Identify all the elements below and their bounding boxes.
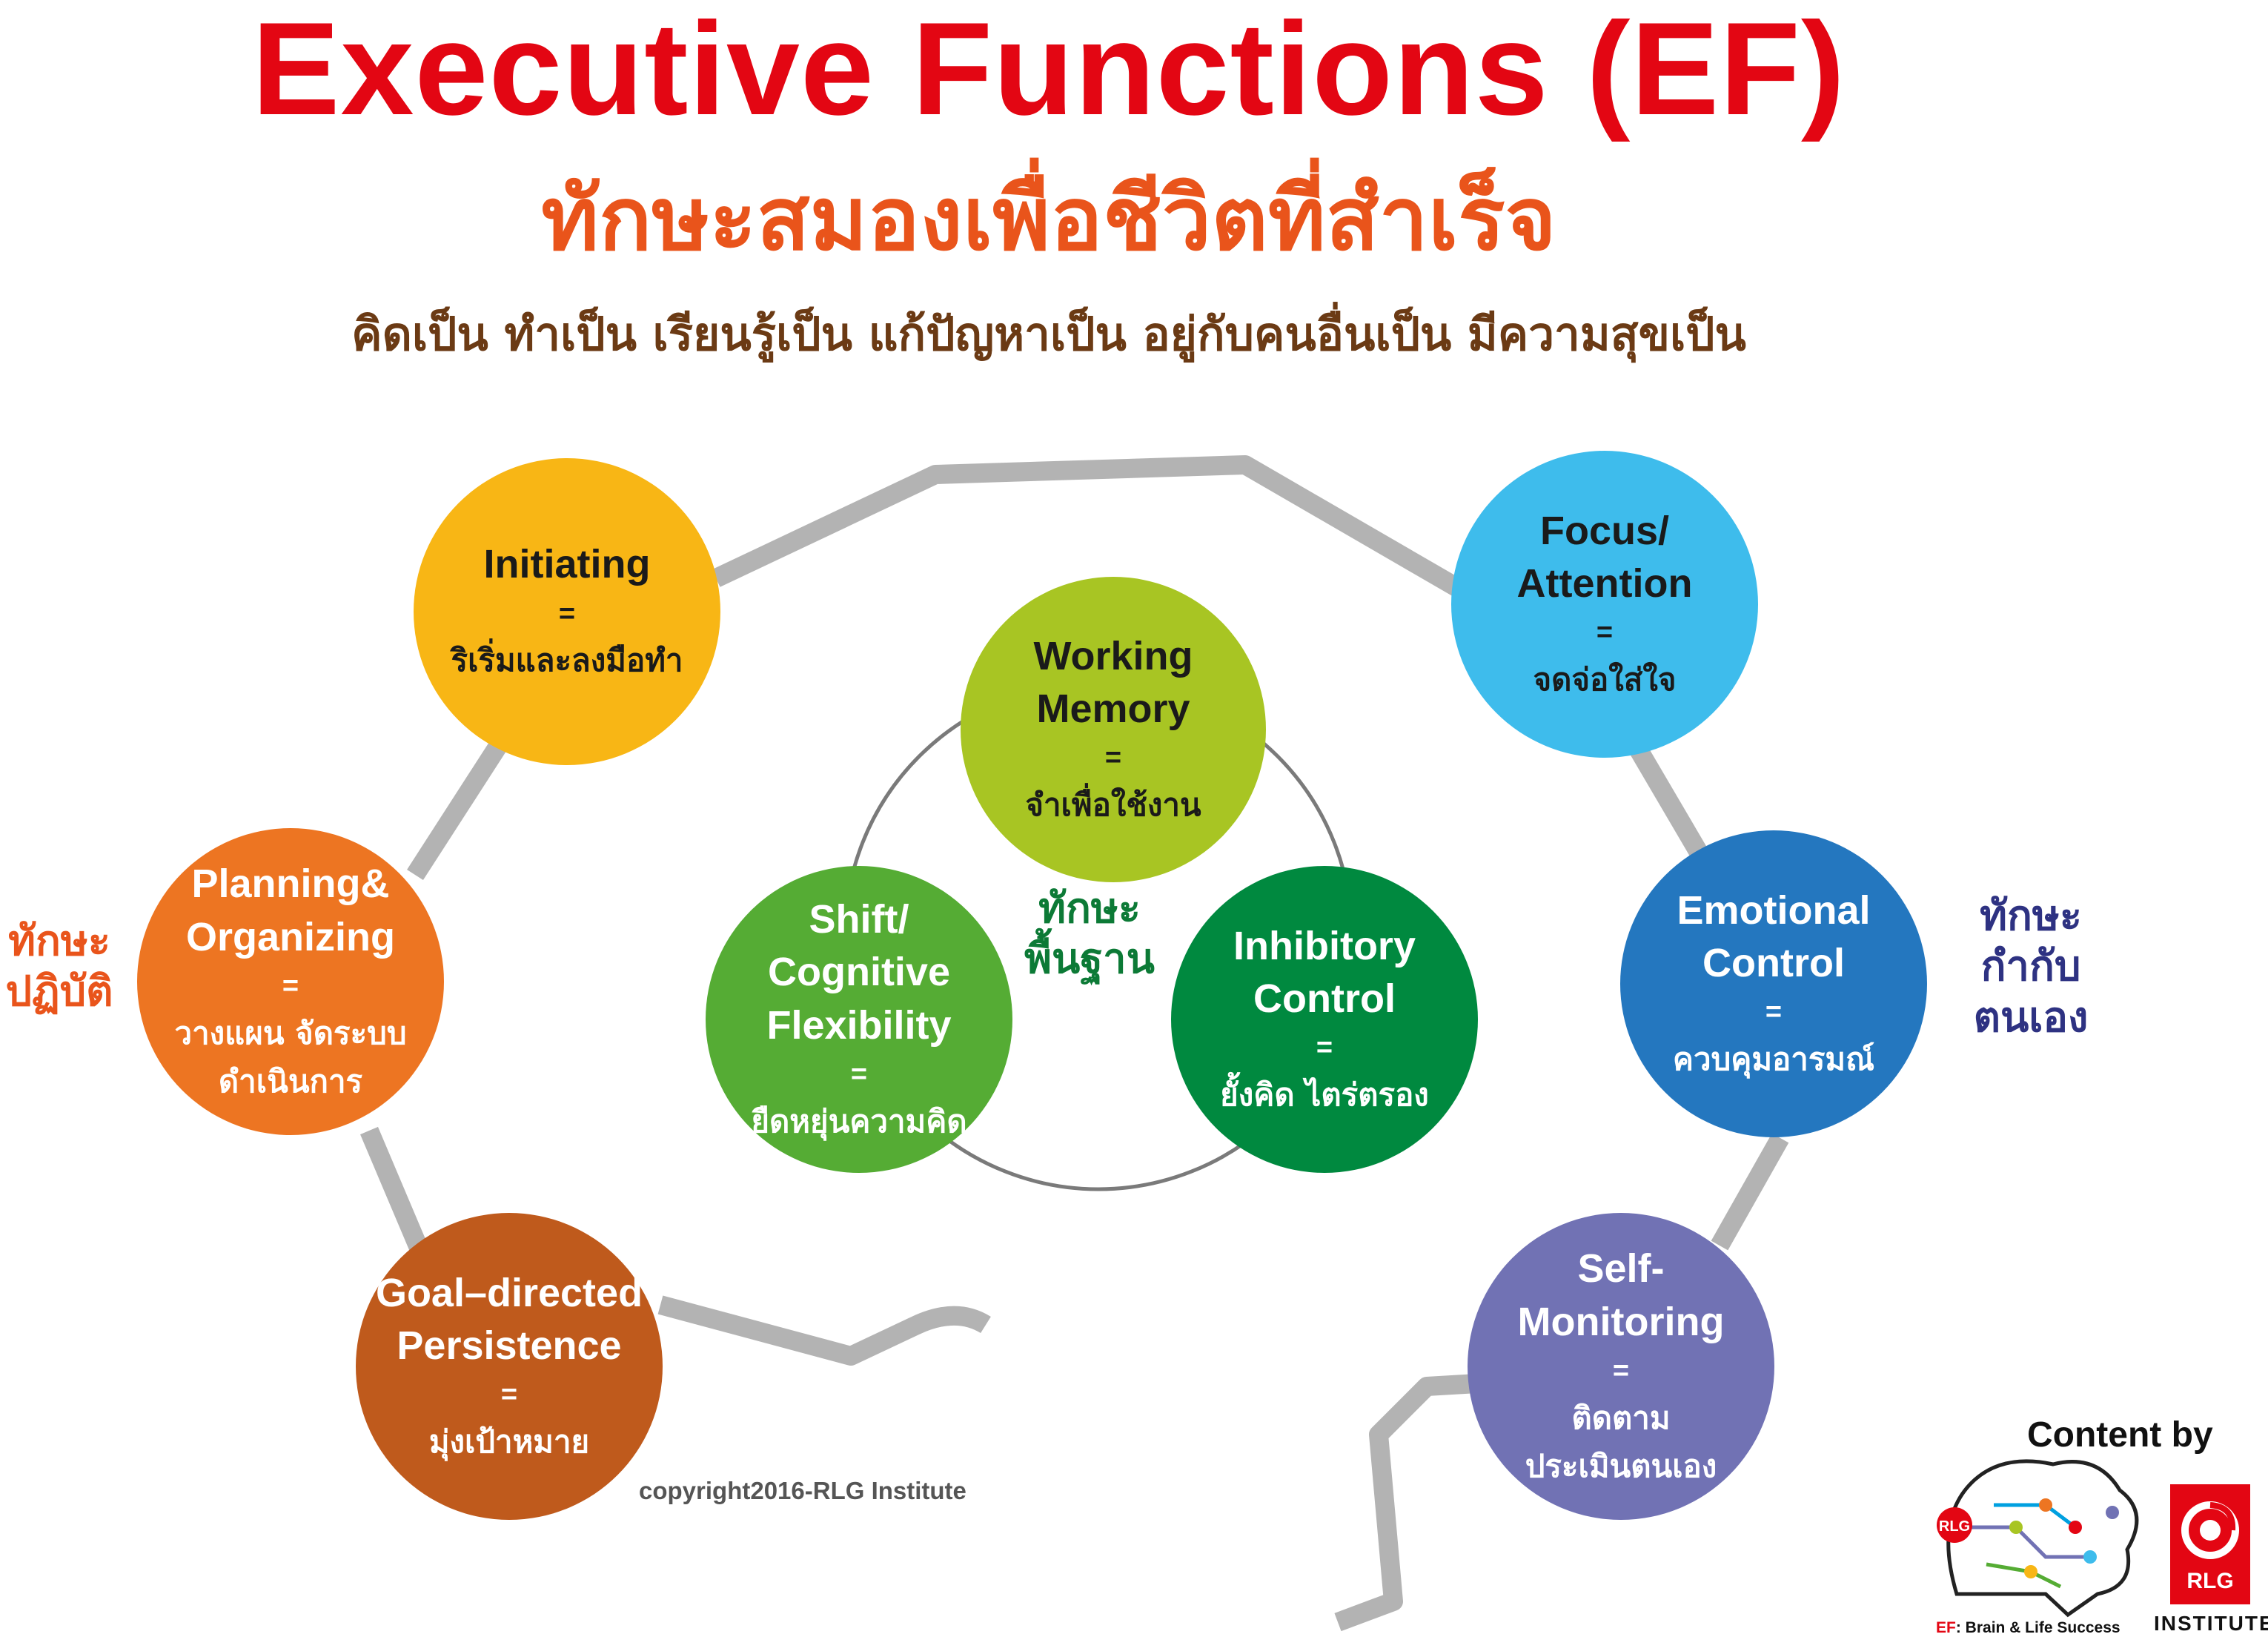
node-shift: Shift/ Cognitive Flexibility = ยืดหยุ่นค… xyxy=(706,866,1012,1173)
rlg-logo: RLG xyxy=(2170,1484,2250,1604)
node-self-monitoring-eq: = xyxy=(1612,1355,1630,1386)
node-inhibitory-title-2: Control xyxy=(1253,976,1396,1022)
node-shift-eq: = xyxy=(850,1058,868,1090)
node-goal-directed: Goal–directed Persistence = มุ่งเป้าหมาย xyxy=(356,1213,663,1520)
group-practice-line-1: ทักษะ xyxy=(8,917,110,965)
node-inhibitory-thai: ยั้งคิด ไตร่ตรอง xyxy=(1220,1077,1429,1114)
group-self-control-line-2: กำกับ xyxy=(1980,942,2081,991)
node-planning-title-2: Organizing xyxy=(186,914,395,959)
node-emotional-title-2: Control xyxy=(1702,941,1845,986)
group-practice-line-2: ปฏิบัติ xyxy=(5,968,113,1016)
node-goal-thai: มุ่งเป้าหมาย xyxy=(428,1423,590,1461)
node-planning-thai-1: วางแผน จัดระบบ xyxy=(174,1014,407,1051)
page-subtitle: ทักษะสมองเพื่อชีวิตที่สำเร็จ xyxy=(541,168,1556,270)
node-working-memory: Working Memory = จำเพื่อใช้งาน xyxy=(961,577,1266,882)
node-working-memory-title-1: Working xyxy=(1033,633,1193,678)
node-emotional-eq: = xyxy=(1765,996,1783,1028)
node-planning-title-1: Planning& xyxy=(191,862,390,907)
group-label-basic: ทักษะ พื้นฐาน xyxy=(1008,884,1171,985)
node-planning-thai-2: ดำเนินการ xyxy=(218,1062,363,1099)
group-self-control-line-1: ทักษะ xyxy=(1980,892,2082,940)
ef-caption-prefix: EF xyxy=(1936,1619,1956,1636)
ef-logo-caption: EF: Brain & Life Success xyxy=(1936,1619,2121,1637)
group-basic-line-1: ทักษะ xyxy=(1038,884,1141,933)
node-inhibitory-title-1: Inhibitory xyxy=(1233,923,1416,968)
node-self-monitoring-thai-1: ติดตาม xyxy=(1571,1399,1671,1436)
group-label-self-control: ทักษะ กำกับ ตนเอง xyxy=(1953,891,2109,1043)
group-self-control-line-3: ตนเอง xyxy=(1973,993,2089,1042)
copyright-text: copyright2016-RLG Institute xyxy=(639,1477,966,1504)
node-inhibitory-control: Inhibitory Control = ยั้งคิด ไตร่ตรอง xyxy=(1171,866,1478,1173)
node-self-monitoring-thai-2: ประเมินตนเอง xyxy=(1525,1447,1717,1484)
node-self-monitoring-title-1: Self- xyxy=(1577,1246,1665,1292)
node-focus-title-1: Focus/ xyxy=(1539,508,1670,553)
ef-brain-logo: RLG xyxy=(1937,1459,2139,1618)
node-working-memory-title-2: Memory xyxy=(1036,687,1190,732)
node-initiating-title: Initiating xyxy=(483,542,651,587)
node-focus-attention: Focus/ Attention = จดจ่อใส่ใจ xyxy=(1451,451,1758,758)
content-by-label: Content by xyxy=(2027,1415,2213,1455)
node-goal-title-2: Persistence xyxy=(397,1323,622,1369)
node-inhibitory-eq: = xyxy=(1316,1032,1333,1064)
node-shift-title-2: Cognitive xyxy=(767,950,950,995)
rlg-swirl-icon: RLG xyxy=(2181,1501,2239,1593)
node-initiating-thai: ริเริ่มและลงมือทำ xyxy=(451,642,683,679)
node-emotional-thai: ควบคุมอารมณ์ xyxy=(1672,1041,1875,1078)
node-working-memory-eq: = xyxy=(1104,742,1122,774)
node-emotional-title-1: Emotional xyxy=(1677,887,1871,933)
node-focus-thai: จดจ่อใส่ใจ xyxy=(1533,661,1677,698)
node-shift-title-1: Shift/ xyxy=(809,897,909,942)
group-label-practice: ทักษะ ปฏิบัติ xyxy=(0,916,119,1018)
node-initiating: Initiating = ริเริ่มและลงมือทำ xyxy=(414,458,720,765)
page-tagline: คิดเป็น ทำเป็น เรียนรู้เป็น แก้ปัญหาเป็น… xyxy=(351,307,1746,361)
ef-caption-rest: : Brain & Life Success xyxy=(1955,1619,2121,1636)
node-emotional-control: Emotional Control = ควบคุมอารมณ์ xyxy=(1620,830,1927,1137)
node-shift-thai: ยืดหยุ่นความคิด xyxy=(751,1102,967,1140)
node-planning-eq: = xyxy=(282,970,299,1002)
node-focus-title-2: Attention xyxy=(1516,561,1693,606)
rlg-institute-label: INSTITUTE xyxy=(2154,1612,2268,1635)
node-focus-eq: = xyxy=(1596,617,1614,649)
node-planning: Planning& Organizing = วางแผน จัดระบบ ดำ… xyxy=(137,828,444,1135)
ef-logo-badge-text: RLG xyxy=(1939,1518,1970,1535)
node-goal-title-1: Goal–directed xyxy=(375,1270,643,1315)
node-shift-title-3: Flexibility xyxy=(766,1002,952,1048)
rlg-logo-text: RLG xyxy=(2186,1569,2233,1593)
node-initiating-eq: = xyxy=(558,598,576,629)
node-self-monitoring: Self- Monitoring = ติดตาม ประเมินตนเอง xyxy=(1468,1213,1774,1520)
node-working-memory-thai: จำเพื่อใช้งาน xyxy=(1025,787,1201,824)
page-title: Executive Functions (EF) xyxy=(251,0,1846,142)
outer-connector xyxy=(360,455,1789,1632)
node-self-monitoring-title-2: Monitoring xyxy=(1517,1299,1725,1344)
node-goal-eq: = xyxy=(500,1379,518,1411)
group-basic-line-2: พื้นฐาน xyxy=(1024,935,1155,984)
